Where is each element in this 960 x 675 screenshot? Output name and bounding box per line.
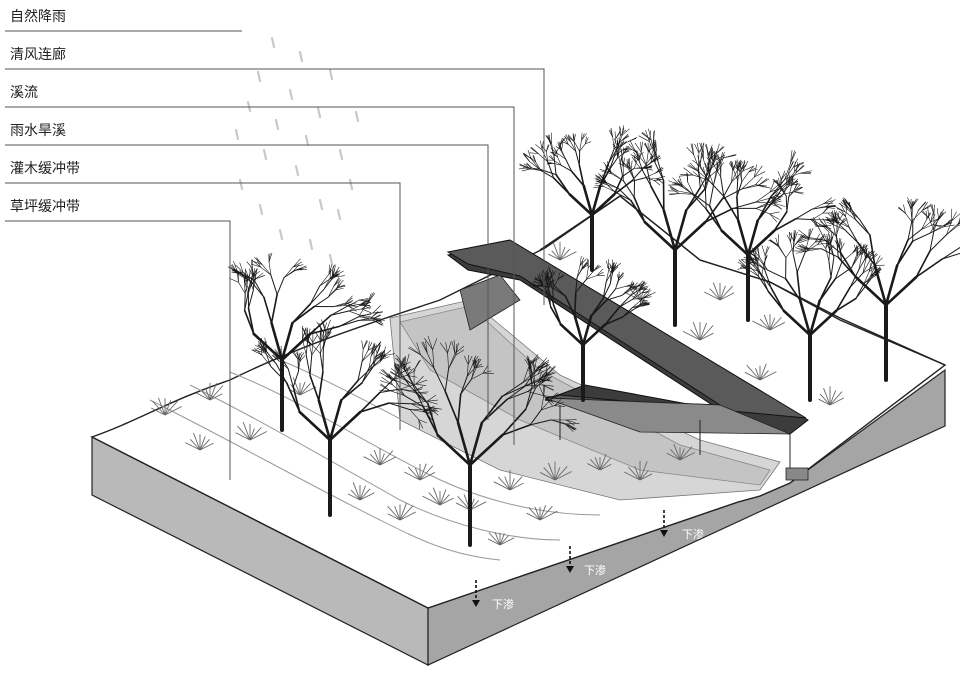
label-lawn-buffer: 草坪缓冲带: [10, 196, 80, 216]
rain-drop-icon: [264, 150, 266, 159]
label-rain-dry-creek: 雨水旱溪: [10, 120, 66, 140]
rain-drops: [236, 38, 358, 264]
rain-drop-icon: [272, 38, 274, 47]
rain-drop-icon: [240, 180, 242, 189]
rain-drop-icon: [318, 108, 320, 117]
stream-outlet: [786, 468, 808, 480]
infiltration-label: 下渗: [682, 526, 704, 542]
rain-drop-icon: [330, 70, 332, 79]
rain-drop-icon: [356, 112, 358, 121]
rain-drop-icon: [330, 255, 332, 264]
rain-drop-icon: [310, 240, 312, 249]
rain-drop-icon: [280, 230, 282, 239]
rain-drop-icon: [290, 90, 292, 99]
rain-drop-icon: [296, 166, 298, 175]
rain-drop-icon: [320, 200, 322, 209]
rain-drop-icon: [306, 136, 308, 145]
label-shrub-buffer: 灌木缓冲带: [10, 158, 80, 178]
rain-drop-icon: [338, 210, 340, 219]
label-stream: 溪流: [10, 82, 38, 102]
infiltration-label: 下渗: [584, 562, 606, 578]
label-natural-rain: 自然降雨: [10, 6, 66, 26]
rain-drop-icon: [276, 120, 278, 129]
infiltration-label: 下渗: [492, 596, 514, 612]
rain-drop-icon: [236, 130, 238, 139]
rain-drop-icon: [340, 150, 342, 159]
rain-drop-icon: [258, 72, 260, 81]
rain-drop-icon: [300, 52, 302, 61]
rain-drop-icon: [260, 205, 262, 214]
label-breeze-corridor: 清风连廊: [10, 44, 66, 64]
rain-drop-icon: [350, 180, 352, 189]
